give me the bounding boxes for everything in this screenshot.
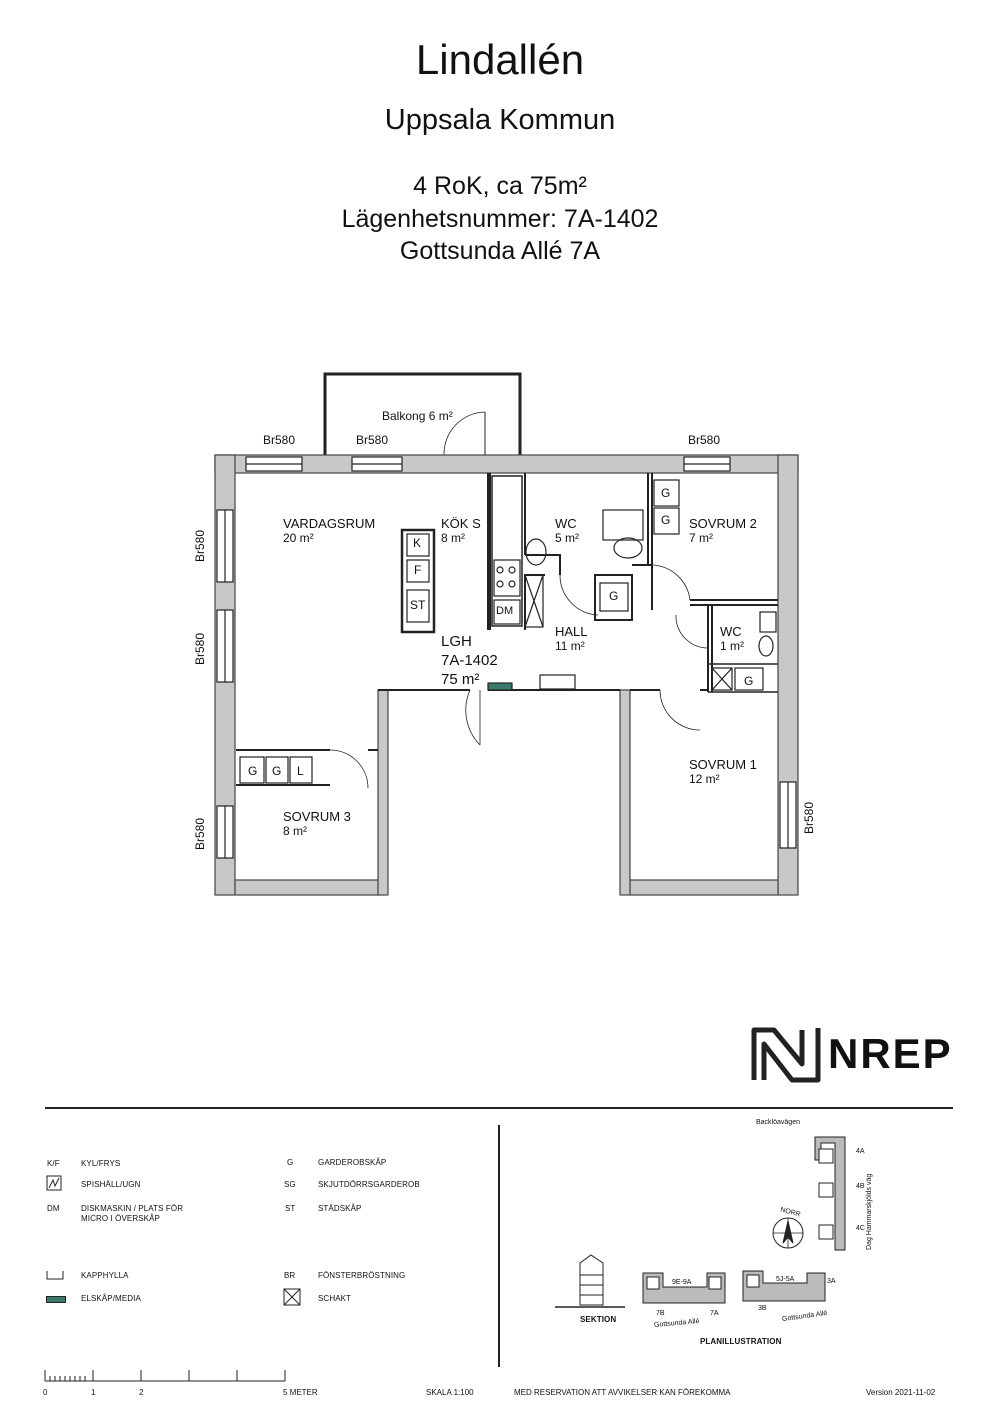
window-label: Br580 [356, 433, 389, 447]
wardrobe-label: G [248, 764, 258, 778]
balcony-label: Balkong 6 m² [382, 409, 453, 423]
road-label: Backlöavägen [756, 1119, 800, 1126]
scale-text: SKALA 1:100 [426, 1388, 474, 1397]
legend-code: DM [47, 1204, 60, 1213]
legend-code: G [287, 1158, 294, 1167]
wardrobe-label: G [661, 513, 671, 527]
apartment-label: LGH 7A-1402 75 m² [441, 633, 498, 688]
reservation-text: MED RESERVATION ATT AVVIKELSER KAN FÖREK… [514, 1388, 731, 1397]
shelf-label: L [297, 764, 304, 778]
electric-cabinet-icon [46, 1296, 66, 1303]
wardrobe-label: G [609, 589, 619, 603]
legend-text: STÄDSKÅP [318, 1204, 362, 1213]
block-label: 9E-9A [672, 1279, 692, 1286]
window-label: Br580 [263, 433, 296, 447]
scale-tick: 5 METER [283, 1388, 318, 1397]
window-label: Br580 [193, 529, 207, 562]
room-bedroom-1: SOVRUM 1 12 m² [689, 757, 757, 786]
section-label: SEKTION [580, 1315, 617, 1324]
room-living: VARDAGSRUM 20 m² [283, 516, 376, 545]
legend-text: FÖNSTERBRÖSTNING [318, 1271, 406, 1280]
window-label: Br580 [802, 801, 816, 834]
divider [45, 1107, 953, 1109]
apartment-number: Lägenhetsnummer: 7A-1402 [341, 205, 659, 233]
room-hall: HALL 11 m² [555, 624, 588, 653]
legend-text: DISKMASKIN / PLATS FÖR [81, 1204, 184, 1213]
legend-code: ST [285, 1204, 296, 1213]
apartment-address: Gottsunda Allé 7A [399, 237, 601, 265]
legend-text: SPISHÄLL/UGN [81, 1180, 141, 1189]
room-kitchen: KÖK S 8 m² [441, 516, 481, 545]
page-title: Lindallén [415, 36, 585, 83]
room-bedroom-2: SOVRUM 2 7 m² [689, 516, 757, 545]
room-wc-1: WC 5 m² [555, 516, 579, 545]
window-label: Br580 [688, 433, 721, 447]
legend-text: SCHAKT [318, 1294, 352, 1303]
block-label: 4B [856, 1183, 865, 1190]
apartment-size: 4 RoK, ca 75m² [413, 172, 587, 200]
fridge-label: K [413, 536, 422, 550]
floor-plan [214, 372, 799, 896]
wardrobe-label: G [744, 674, 754, 688]
block-label: 3A [827, 1278, 836, 1285]
scale-bar [44, 1370, 286, 1382]
window-label: Br580 [193, 817, 207, 850]
room-bedroom-3: SOVRUM 3 8 m² [283, 809, 351, 838]
stove-icon [46, 1175, 62, 1191]
plan-illustration-label: PLANILLUSTRATION [700, 1337, 782, 1346]
block-label: 4A [856, 1148, 865, 1155]
legend-text: ELSKÅP/MEDIA [81, 1294, 141, 1303]
scale-tick: 1 [91, 1388, 96, 1397]
scale-tick: 2 [139, 1388, 144, 1397]
version-text: Version 2021-11-02 [866, 1388, 936, 1397]
wardrobe-label: G [661, 486, 671, 500]
block-label: 5J-5A [776, 1276, 795, 1283]
window-label: Br580 [193, 632, 207, 665]
legend-code: SG [284, 1180, 296, 1189]
legend-text: SKJUTDÖRRSGARDEROB [318, 1180, 420, 1189]
legend-code: BR [284, 1271, 296, 1280]
scale-tick: 0 [43, 1388, 48, 1397]
dishwasher-label: DM [496, 605, 514, 617]
nrep-logo-text: NREP [828, 1030, 953, 1077]
cleaning-closet-label: ST [410, 598, 426, 612]
block-label: 3B [758, 1305, 767, 1312]
shaft-icon [283, 1288, 301, 1306]
room-wc-2: WC 1 m² [720, 624, 744, 653]
legend-text: KAPPHYLLA [81, 1271, 129, 1280]
legend-text: KYL/FRYS [81, 1159, 121, 1168]
road-label: Dag Hammarskjölds väg [866, 1173, 873, 1250]
block-label: 7B [656, 1310, 665, 1317]
block-label: 4C [856, 1225, 865, 1232]
nrep-logo-icon [751, 1027, 821, 1083]
legend-text: MICRO I ÖVERSKÅP [81, 1214, 160, 1223]
municipality: Uppsala Kommun [384, 104, 616, 136]
site-plan [555, 1136, 846, 1308]
divider-vertical [498, 1125, 500, 1367]
wardrobe-label: G [272, 764, 282, 778]
block-label: 7A [710, 1310, 719, 1317]
legend-text: GARDEROBSKÅP [318, 1158, 387, 1167]
freezer-label: F [414, 563, 422, 577]
coat-rack-icon [46, 1271, 64, 1280]
legend-code: K/F [47, 1159, 60, 1168]
